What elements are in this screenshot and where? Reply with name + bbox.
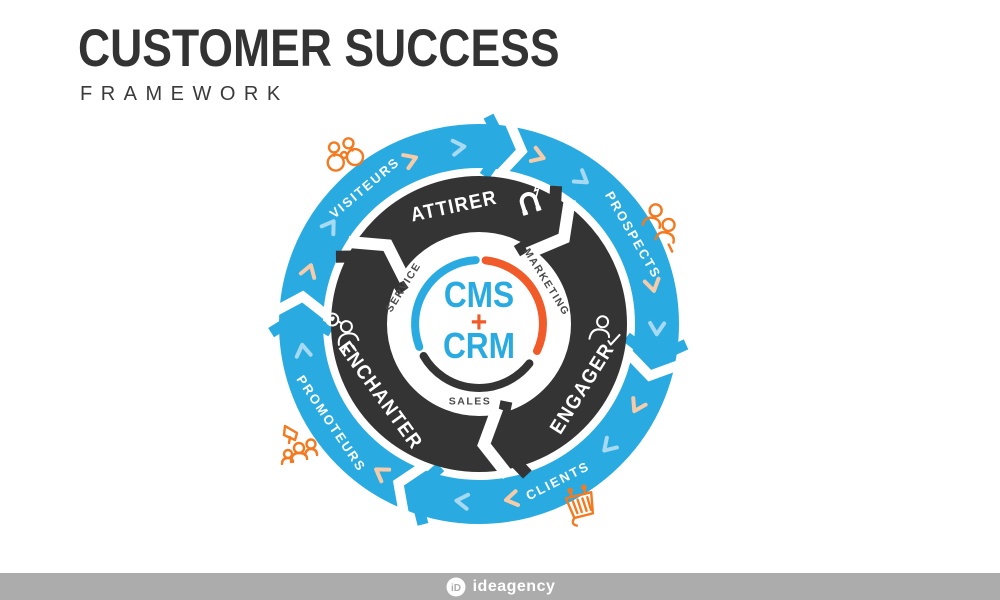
middle-ring-gaps xyxy=(348,198,576,480)
header: CUSTOMER SUCCESS FRAMEWORK xyxy=(78,22,651,106)
binoculars-icon xyxy=(326,137,365,172)
magnet-icon xyxy=(519,183,542,216)
flow-chevrons xyxy=(294,138,667,511)
ideagency-logo-icon: iD xyxy=(446,577,466,596)
footer-brand: ideagency xyxy=(472,577,556,595)
promoters-crowd-icon xyxy=(280,424,319,466)
person-check-icon xyxy=(588,315,621,346)
person-heart-icon xyxy=(325,312,360,354)
inner-arc-sales xyxy=(419,352,534,392)
prospects-group-icon xyxy=(641,203,676,253)
page-subtitle: FRAMEWORK xyxy=(80,83,289,105)
logo-monogram: iD xyxy=(451,583,461,594)
outer-ring-gaps xyxy=(272,120,681,515)
outside-icons xyxy=(280,137,676,527)
inner-arc-marketing xyxy=(481,256,547,355)
center-cms: CMS xyxy=(444,275,514,315)
outer-ring-band xyxy=(279,124,679,524)
clients-basket-icon xyxy=(564,484,595,527)
page-title: CUSTOMER SUCCESS xyxy=(78,19,560,78)
inner-label-sales: SALES xyxy=(449,396,492,408)
center-text: CMS + CRM xyxy=(443,275,515,366)
center-plus: + xyxy=(471,306,488,339)
middle-ring-arrow-tips xyxy=(335,185,563,479)
inner-arc-service xyxy=(411,256,480,351)
outer-ring-arrow-tips xyxy=(268,113,689,526)
center-crm: CRM xyxy=(443,326,515,366)
footer-bar: iD ideagency xyxy=(0,573,1000,600)
